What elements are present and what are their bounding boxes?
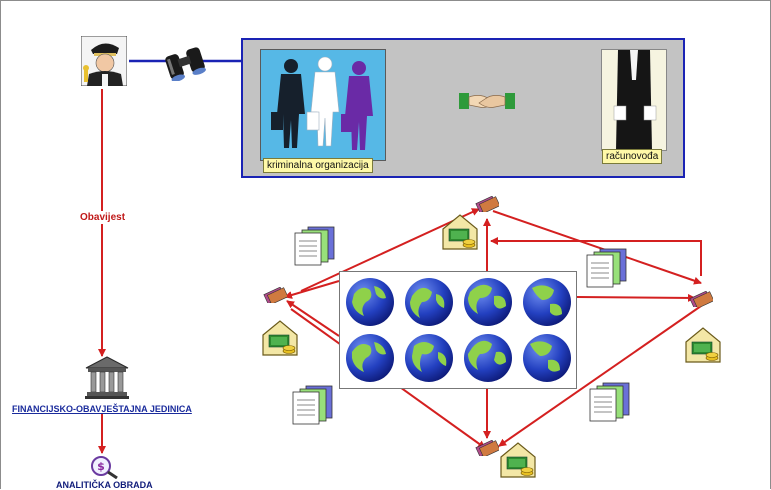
criminal-organization-label: kriminalna organizacija <box>263 158 373 173</box>
globe-icon <box>464 334 512 382</box>
accountant-label: računovođa <box>602 149 663 164</box>
money-house-icon <box>499 441 537 479</box>
bank-building-icon <box>84 356 130 400</box>
net-arrow <box>576 293 696 302</box>
net-arrow <box>498 305 702 447</box>
handshake-icon <box>459 89 515 113</box>
documents-icon <box>292 225 340 267</box>
criminal-organization-image <box>260 49 386 161</box>
globe-icon <box>523 334 571 382</box>
net-arrow <box>490 237 702 276</box>
accountant-image <box>601 49 667 151</box>
notice-label: Obavijest <box>78 211 128 224</box>
globe-icon <box>346 278 394 326</box>
globes-panel <box>339 271 577 389</box>
net-arrow <box>300 208 480 292</box>
credit-cards-icon <box>475 195 501 214</box>
net-arrow <box>492 210 702 285</box>
fiu-link[interactable]: FINANCIJSKO-OBAVJEŠTAJNA JEDINICA <box>12 404 192 414</box>
documents-icon <box>290 384 338 426</box>
magnifier-dollar-icon: $ <box>90 455 120 480</box>
credit-cards-icon <box>475 439 501 458</box>
documents-icon <box>584 247 632 289</box>
credit-cards-icon <box>263 286 289 305</box>
globe-icon <box>405 278 453 326</box>
globe-icon <box>523 278 571 326</box>
net-arrow <box>284 280 340 299</box>
net-arrow <box>286 300 340 337</box>
money-house-icon <box>441 213 479 251</box>
binoculars-icon <box>161 45 211 82</box>
svg-text:$: $ <box>97 460 105 473</box>
police-officer-icon <box>80 35 128 87</box>
documents-icon <box>587 381 635 423</box>
money-house-icon <box>684 326 722 364</box>
globe-icon <box>346 334 394 382</box>
credit-cards-icon <box>689 290 715 309</box>
globe-icon <box>464 278 512 326</box>
analysis-link[interactable]: ANALITIČKA OBRADA <box>56 480 153 489</box>
globe-icon <box>405 334 453 382</box>
money-house-icon <box>261 319 299 357</box>
